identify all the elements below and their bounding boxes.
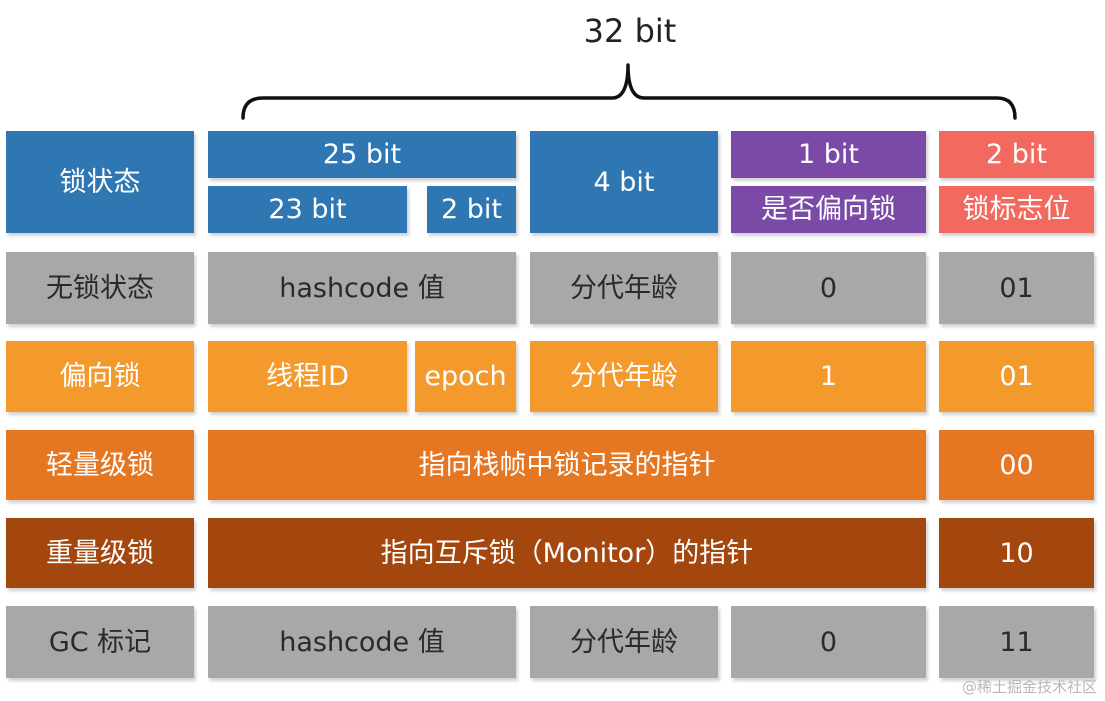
biased-state: 偏向锁	[6, 341, 194, 412]
header-2-bit-flag: 2 bit	[939, 131, 1094, 178]
header-1-bit: 1 bit	[731, 131, 926, 178]
biased-flag: 01	[939, 341, 1094, 412]
lightweight-flag: 00	[939, 430, 1094, 500]
heavyweight-pointer: 指向互斥锁（Monitor）的指针	[208, 518, 926, 588]
heavyweight-flag: 10	[939, 518, 1094, 588]
heavyweight-state: 重量级锁	[6, 518, 194, 588]
unlocked-hashcode: hashcode 值	[208, 252, 516, 324]
header-4-bit: 4 bit	[530, 131, 718, 233]
unlocked-biased-bit: 0	[731, 252, 926, 324]
brace-icon	[241, 63, 1017, 120]
watermark: @稀土掘金技术社区	[961, 678, 1097, 696]
header-2-bit-epoch: 2 bit	[427, 186, 516, 233]
gc-flag: 11	[939, 606, 1094, 678]
lightweight-pointer: 指向栈帧中锁记录的指针	[208, 430, 926, 500]
lightweight-state: 轻量级锁	[6, 430, 194, 500]
biased-epoch: epoch	[415, 341, 516, 412]
gc-age: 分代年龄	[530, 606, 718, 678]
gc-biased-bit: 0	[731, 606, 926, 678]
gc-state: GC 标记	[6, 606, 194, 678]
total-bits-label: 32 bit	[583, 12, 677, 50]
header-lock-flag: 锁标志位	[939, 186, 1094, 233]
biased-biased-bit: 1	[731, 341, 926, 412]
gc-hashcode: hashcode 值	[208, 606, 516, 678]
unlocked-state: 无锁状态	[6, 252, 194, 324]
unlocked-flag: 01	[939, 252, 1094, 324]
biased-age: 分代年龄	[530, 341, 718, 412]
header-biased-flag: 是否偏向锁	[731, 186, 926, 233]
header-23-bit: 23 bit	[208, 186, 407, 233]
biased-thread-id: 线程ID	[208, 341, 407, 412]
header-lock-state: 锁状态	[6, 131, 194, 233]
unlocked-age: 分代年龄	[530, 252, 718, 324]
header-25-bit: 25 bit	[208, 131, 516, 178]
